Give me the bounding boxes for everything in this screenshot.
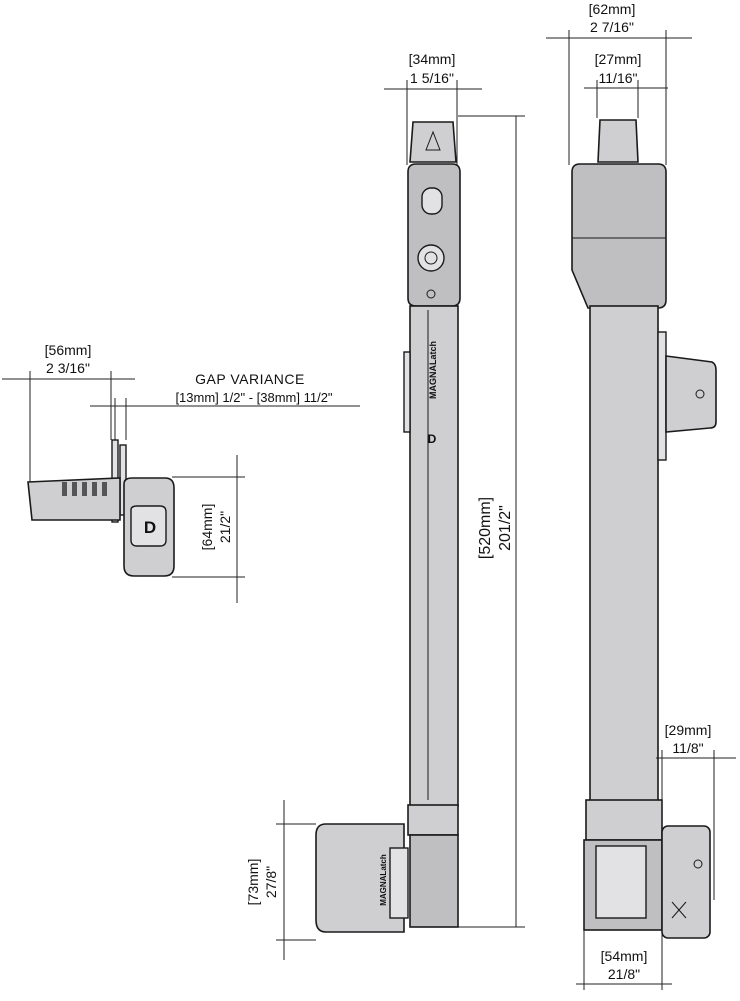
- key-icon: [424, 251, 438, 265]
- side-view-top: [56mm] 2 3/16" GAP VARIANCE [13mm] 1/2" …: [2, 342, 360, 603]
- gap-variance-title: GAP VARIANCE: [195, 371, 305, 387]
- dim-62mm-label: [62mm]: [589, 1, 636, 17]
- release-knob: [409, 121, 457, 163]
- dim-34mm-inch: 1 5/16": [410, 70, 454, 86]
- arm-ribs: [62, 482, 107, 496]
- dim-56mm-inch: 2 3/16": [46, 360, 90, 376]
- latch-shaft-side: [589, 305, 659, 803]
- dim-62mm-inch: 2 7/16": [590, 19, 634, 35]
- dim-29mm-inch: 11/8": [672, 740, 703, 756]
- catch-base: [315, 823, 405, 933]
- bracket-hole: [695, 389, 705, 399]
- dim-54mm-label: [54mm]: [601, 948, 648, 964]
- indicator-window: [421, 187, 443, 215]
- gap-range-label: [13mm] 1/2" - [38mm] 11/2": [175, 390, 332, 405]
- key-lock: [417, 244, 445, 272]
- catch-window: [595, 845, 647, 919]
- mount-plate: [657, 331, 667, 461]
- x-mark-icon: [671, 901, 687, 919]
- front-view: [34mm] 1 5/16" MAGNALatch D MAGNALatch […: [245, 51, 525, 960]
- catch-bracket: [389, 847, 409, 919]
- dim-34mm-label: [34mm]: [409, 51, 456, 67]
- dim-64mm-label: [64mm]: [199, 504, 215, 551]
- dim-27mm-inch: 11/16": [599, 70, 638, 86]
- catch-hole: [693, 859, 703, 869]
- dim-73mm-label: [73mm]: [245, 859, 261, 906]
- logo-badge: [130, 505, 167, 547]
- release-knob-side: [597, 119, 639, 163]
- dim-73mm-inch: 27/8": [263, 866, 279, 898]
- dim-27mm-label: [27mm]: [595, 51, 642, 67]
- side-clip: [403, 351, 411, 433]
- mount-bracket: [665, 355, 717, 433]
- dim-56mm-label: [56mm]: [45, 342, 92, 358]
- brand-text-catch: MAGNALatch: [379, 854, 388, 906]
- latch-head-side-right: [571, 163, 667, 309]
- dim-520mm-inch: 201/2": [497, 505, 514, 551]
- screw-icon: [426, 289, 436, 299]
- side-view-right: [62mm] 2 7/16" [27mm] 11/16" [29mm] 11/8…: [546, 1, 736, 990]
- latch-shaft: [409, 305, 459, 807]
- latch-head-front: [407, 163, 461, 307]
- dim-54mm-inch: 21/8": [608, 966, 640, 982]
- logo-letter-front: D: [428, 432, 437, 446]
- shaft-lower: [585, 799, 663, 841]
- logo-letter-side: D: [144, 518, 156, 537]
- catch-bracket-side: [661, 825, 711, 939]
- dim-520mm-label: [520mm]: [477, 497, 494, 559]
- brand-text-front: MAGNALatch: [428, 341, 438, 399]
- dim-64mm-inch: 21/2": [217, 511, 233, 543]
- dim-29mm-label: [29mm]: [665, 722, 712, 738]
- shaft-bottom: [407, 804, 459, 836]
- arrow-up-icon: [425, 130, 441, 151]
- catch-housing: [409, 834, 459, 928]
